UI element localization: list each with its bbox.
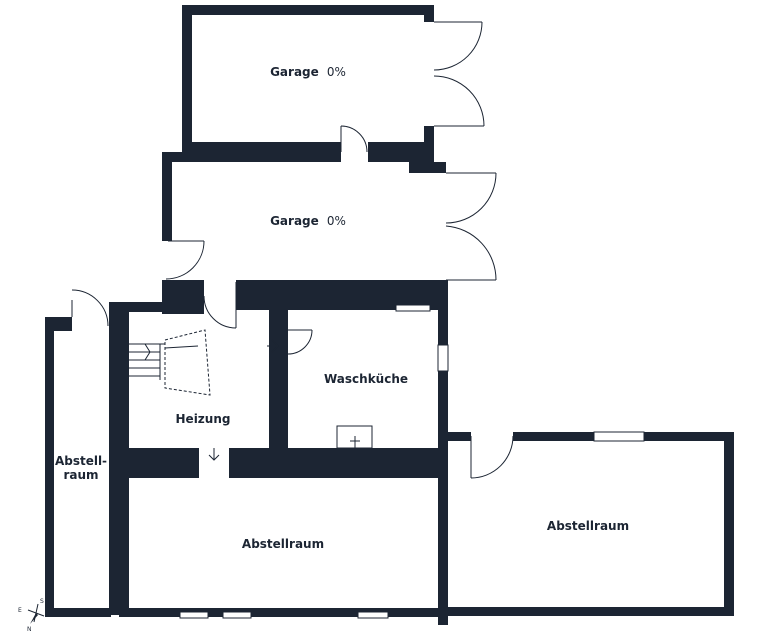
- room-label-garage-top: Garage 0%: [270, 61, 346, 80]
- wall-heizung-bottom-right: [229, 448, 448, 478]
- window-wasch-right: [437, 344, 449, 372]
- room-label-garage-middle: Garage 0%: [270, 210, 346, 229]
- wall-abstell-left-bottom: [45, 608, 111, 617]
- door-swing: [470, 435, 514, 479]
- wall-abstell-right-bottom: [444, 607, 734, 616]
- door-swing: [433, 75, 485, 127]
- wall-garage-top-left: [182, 5, 192, 155]
- door-swing: [71, 289, 109, 327]
- room-label-abstellraum-right: Abstellraum: [547, 519, 629, 533]
- compass-east: E: [18, 607, 22, 614]
- wall-garage-top-right-upper: [424, 5, 434, 22]
- wall-wasch-door-stub: [269, 310, 279, 328]
- window-abstell-center-3: [357, 611, 389, 619]
- doors: [71, 21, 514, 479]
- wall-heizung-right: [269, 310, 288, 448]
- walls: [45, 5, 734, 625]
- room-label-waschkueche: Waschküche: [324, 372, 408, 386]
- room-label-abstellraum-left-line1: Abstell-: [55, 454, 107, 468]
- compass-north: N: [27, 626, 32, 633]
- room-label-abstellraum-center: Abstellraum: [242, 537, 324, 551]
- wall-heizung-bottom-left: [119, 448, 199, 478]
- room-label-heizung: Heizung: [176, 412, 231, 426]
- wall-garage-divider-step: [409, 162, 446, 173]
- wall-garage-mid-top-left: [162, 152, 192, 162]
- window-abstell-center-1: [179, 611, 209, 619]
- door-swing: [165, 240, 205, 280]
- room-label-abstellraum-left-line2: raum: [63, 468, 98, 482]
- wall-heizung-top: [119, 302, 204, 312]
- compass-south: S: [40, 598, 44, 605]
- door-swing: [287, 329, 313, 355]
- wall-abstell-left-outer: [45, 317, 54, 615]
- windows: [179, 304, 645, 619]
- window-abstell-right-top: [593, 431, 645, 442]
- fixtures: [129, 329, 373, 449]
- wall-garage-top-top: [182, 5, 434, 15]
- wall-garage-divider-left: [182, 142, 341, 162]
- wall-garage-divider-right: [368, 142, 434, 162]
- sink-icon: [336, 425, 373, 449]
- room-labels: Garage 0% Garage 0% Waschküche Heizung A…: [55, 61, 629, 551]
- window-wasch-top: [395, 304, 431, 312]
- wall-abstell-right-outer: [724, 432, 734, 615]
- wall-abstell-center-bottom: [119, 608, 448, 617]
- door-swing: [445, 172, 497, 224]
- arrow-down-icon: [208, 454, 220, 461]
- door-swing: [203, 295, 237, 329]
- door-swing: [340, 125, 368, 153]
- wall-garage-mid-left: [162, 152, 172, 241]
- door-swing: [445, 225, 497, 281]
- compass-icon: S E N: [18, 598, 45, 633]
- window-abstell-center-2: [222, 611, 252, 619]
- stairs-icon: [129, 329, 211, 396]
- door-swing: [433, 21, 483, 71]
- wall-abstell-right-top-left: [444, 432, 471, 441]
